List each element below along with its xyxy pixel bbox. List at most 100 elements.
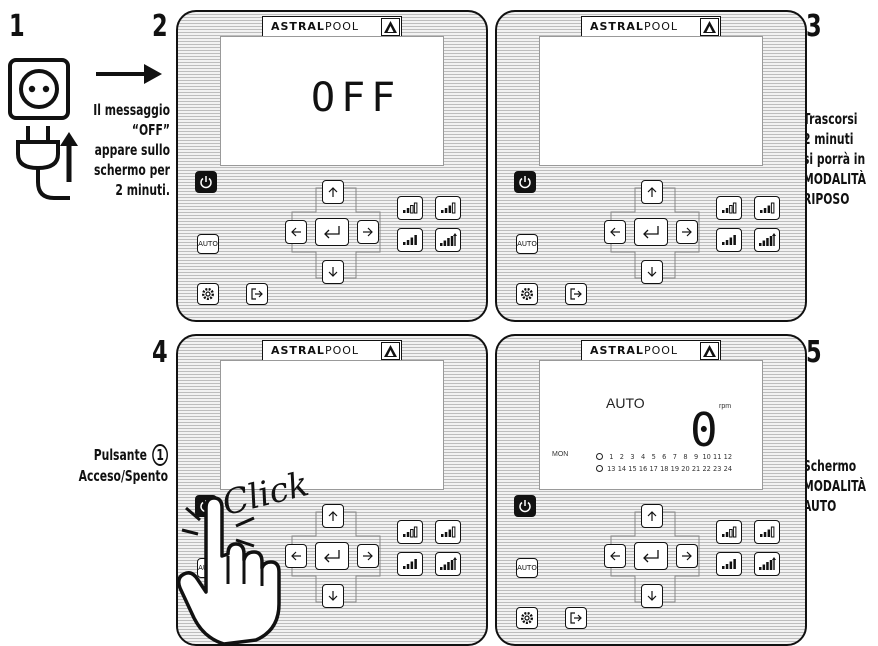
- caption-step-3: Trascorsi 2 minuti si porrà in MODALITÀ …: [803, 109, 866, 209]
- enter-button[interactable]: [634, 218, 668, 246]
- arrow-down-icon: [646, 590, 658, 602]
- speed-2-button[interactable]: [754, 520, 780, 544]
- step-number-5: 5: [806, 338, 822, 368]
- schedule-hour: 21: [691, 465, 702, 473]
- speed-3-button[interactable]: [716, 552, 742, 576]
- arrow-up-button[interactable]: [322, 180, 344, 204]
- lcd-screen: OFF: [220, 36, 444, 166]
- speed-1-button[interactable]: [397, 196, 423, 220]
- arrow-right-button[interactable]: [357, 220, 379, 244]
- brand-triangle-icon: [700, 342, 719, 360]
- arrow-down-button[interactable]: [641, 584, 663, 608]
- power-button[interactable]: [195, 171, 217, 193]
- enter-button[interactable]: [315, 218, 349, 246]
- settings-button[interactable]: [516, 607, 538, 629]
- arrow-right-button[interactable]: [357, 544, 379, 568]
- brand-triangle-icon: [700, 18, 719, 36]
- arrow-down-button[interactable]: [641, 260, 663, 284]
- arrow-up-icon: [327, 186, 339, 198]
- speed-1-button[interactable]: [397, 520, 423, 544]
- speed-4-button[interactable]: [754, 552, 780, 576]
- schedule-hour: 1: [606, 453, 617, 461]
- speed-3-button[interactable]: [397, 228, 423, 252]
- arrow-down-button[interactable]: [322, 584, 344, 608]
- speed-4-button[interactable]: [435, 552, 461, 576]
- arrow-left-icon: [290, 226, 302, 238]
- speed-2-button[interactable]: [435, 520, 461, 544]
- speed-2-button[interactable]: [754, 196, 780, 220]
- speed-4-button[interactable]: [754, 228, 780, 252]
- arrow-up-button[interactable]: [322, 504, 344, 528]
- clock-icon: [596, 453, 603, 460]
- clock-icon: [596, 465, 603, 472]
- arrow-left-button[interactable]: [604, 220, 626, 244]
- enter-icon: [322, 224, 342, 240]
- arrow-left-button[interactable]: [285, 220, 307, 244]
- speed-3-button[interactable]: [716, 228, 742, 252]
- brand-name: ASTRAL: [590, 20, 644, 33]
- schedule-hour: 7: [670, 453, 681, 461]
- caption-line: MODALITÀ: [803, 476, 866, 496]
- schedule-hour: 5: [648, 453, 659, 461]
- speed-level-icon: [402, 202, 418, 214]
- arrow-up-button[interactable]: [641, 504, 663, 528]
- auto-button[interactable]: AUTO: [197, 234, 219, 254]
- schedule-hour: 9: [691, 453, 702, 461]
- schedule-hour: 23: [712, 465, 723, 473]
- arrow-left-button[interactable]: [604, 544, 626, 568]
- step-number-2: 2: [152, 12, 168, 42]
- power-icon: [518, 499, 532, 513]
- caption-line: Il messaggio: [48, 100, 170, 120]
- power-button[interactable]: [514, 495, 536, 517]
- speed-1-button[interactable]: [716, 520, 742, 544]
- arrow-up-icon: [327, 510, 339, 522]
- arrow-right-icon: [681, 226, 693, 238]
- schedule-hour: 14: [617, 465, 628, 473]
- schedule-hour: 16: [638, 465, 649, 473]
- arrow-right-button[interactable]: [676, 544, 698, 568]
- caption-line: MODALITÀ: [803, 169, 866, 189]
- caption-step-2: Il messaggio “OFF” appare sullo schermo …: [48, 100, 170, 200]
- auto-button[interactable]: AUTO: [516, 234, 538, 254]
- arrow-down-button[interactable]: [322, 260, 344, 284]
- arrow-left-button[interactable]: [285, 544, 307, 568]
- speed-level-icon: [721, 202, 737, 214]
- brand-triangle-icon: [381, 18, 400, 36]
- schedule-hour: 15: [627, 465, 638, 473]
- arrow-right-button[interactable]: [676, 220, 698, 244]
- speed-2-button[interactable]: [435, 196, 461, 220]
- caption-line: si porrà in: [803, 149, 866, 169]
- power-button[interactable]: [514, 171, 536, 193]
- speed-boost-icon: [758, 233, 776, 247]
- arrow-up-button[interactable]: [641, 180, 663, 204]
- speed-4-button[interactable]: [435, 228, 461, 252]
- speed-level-icon: [759, 202, 775, 214]
- speed-1-button[interactable]: [716, 196, 742, 220]
- enter-button[interactable]: [315, 542, 349, 570]
- exit-button[interactable]: [246, 283, 268, 305]
- speed-level-icon: [721, 234, 737, 246]
- step-number-1: 1: [9, 12, 25, 42]
- enter-button[interactable]: [634, 542, 668, 570]
- caption-line: schermo per: [48, 160, 170, 180]
- schedule-hour: 12: [723, 453, 734, 461]
- enter-icon: [641, 224, 661, 240]
- exit-button[interactable]: [565, 607, 587, 629]
- exit-button[interactable]: [565, 283, 587, 305]
- caption-line: Trascorsi: [803, 109, 866, 129]
- brand-name: ASTRAL: [590, 344, 644, 357]
- speed-3-button[interactable]: [397, 552, 423, 576]
- arrow-down-icon: [327, 590, 339, 602]
- settings-gear-icon: [520, 287, 534, 301]
- brand-name: POOL: [644, 344, 678, 357]
- arrow-down-icon: [646, 266, 658, 278]
- schedule-hours: 123456789101112: [606, 453, 733, 461]
- settings-button[interactable]: [516, 283, 538, 305]
- auto-button[interactable]: AUTO: [516, 558, 538, 578]
- lcd-mode-text: AUTO: [606, 395, 645, 411]
- power-icon: [199, 175, 213, 189]
- lcd-off-text: OFF: [311, 75, 401, 121]
- settings-button[interactable]: [197, 283, 219, 305]
- step-number-3: 3: [806, 12, 822, 42]
